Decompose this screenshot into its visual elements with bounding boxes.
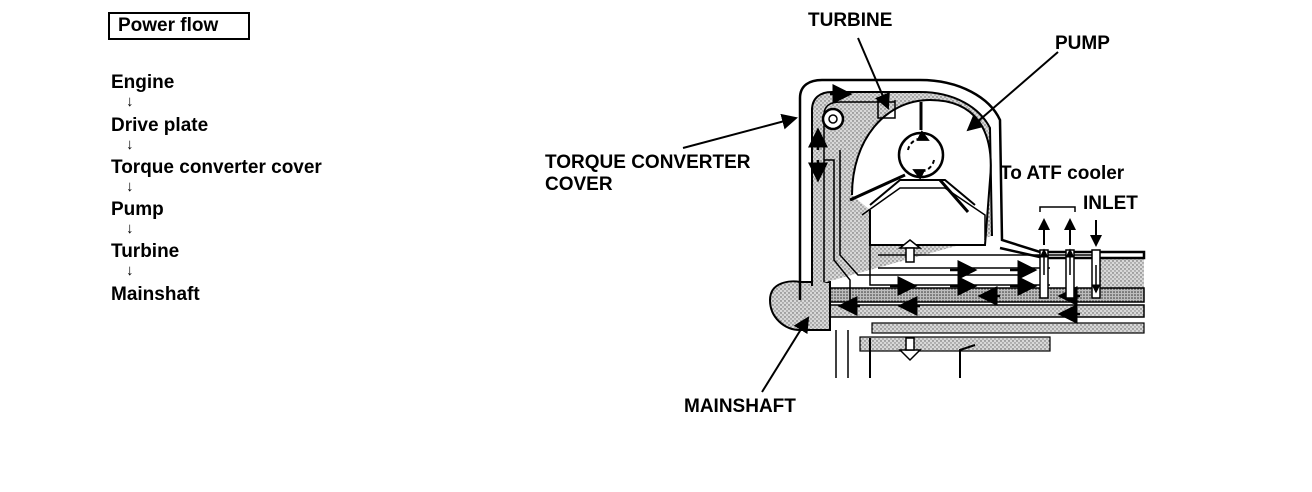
power-flow-box — [108, 12, 250, 40]
label-tc-cover-line2: COVER — [545, 174, 613, 195]
label-tc-cover-line1: TORQUE CONVERTER — [545, 152, 751, 173]
atf-ports — [1038, 206, 1102, 299]
flow-arrow-icon: ↓ — [126, 220, 134, 237]
flow-step-drive-plate: Drive plate — [111, 115, 209, 136]
pump-turbine-assembly — [835, 98, 1100, 378]
flow-step-engine: Engine — [111, 72, 175, 93]
label-mainshaft: MAINSHAFT — [684, 396, 796, 417]
power-flow-title: Power flow — [118, 15, 219, 36]
label-turbine: TURBINE — [808, 10, 893, 31]
flow-step-pump: Pump — [111, 199, 164, 220]
flow-arrow-icon: ↓ — [126, 136, 134, 153]
flow-step-turbine: Turbine — [111, 241, 180, 262]
flow-step-mainshaft: Mainshaft — [111, 284, 200, 305]
flow-arrow-icon: ↓ — [126, 178, 134, 195]
label-inlet: INLET — [1083, 193, 1138, 214]
label-atf-cooler: To ATF cooler — [1000, 163, 1125, 184]
leader-lines — [682, 37, 1059, 393]
flow-arrow-icon: ↓ — [126, 93, 134, 110]
label-pump: PUMP — [1055, 33, 1110, 54]
flow-arrow-icon: ↓ — [126, 262, 134, 279]
flow-step-torque-converter-cover: Torque converter cover — [111, 157, 322, 178]
